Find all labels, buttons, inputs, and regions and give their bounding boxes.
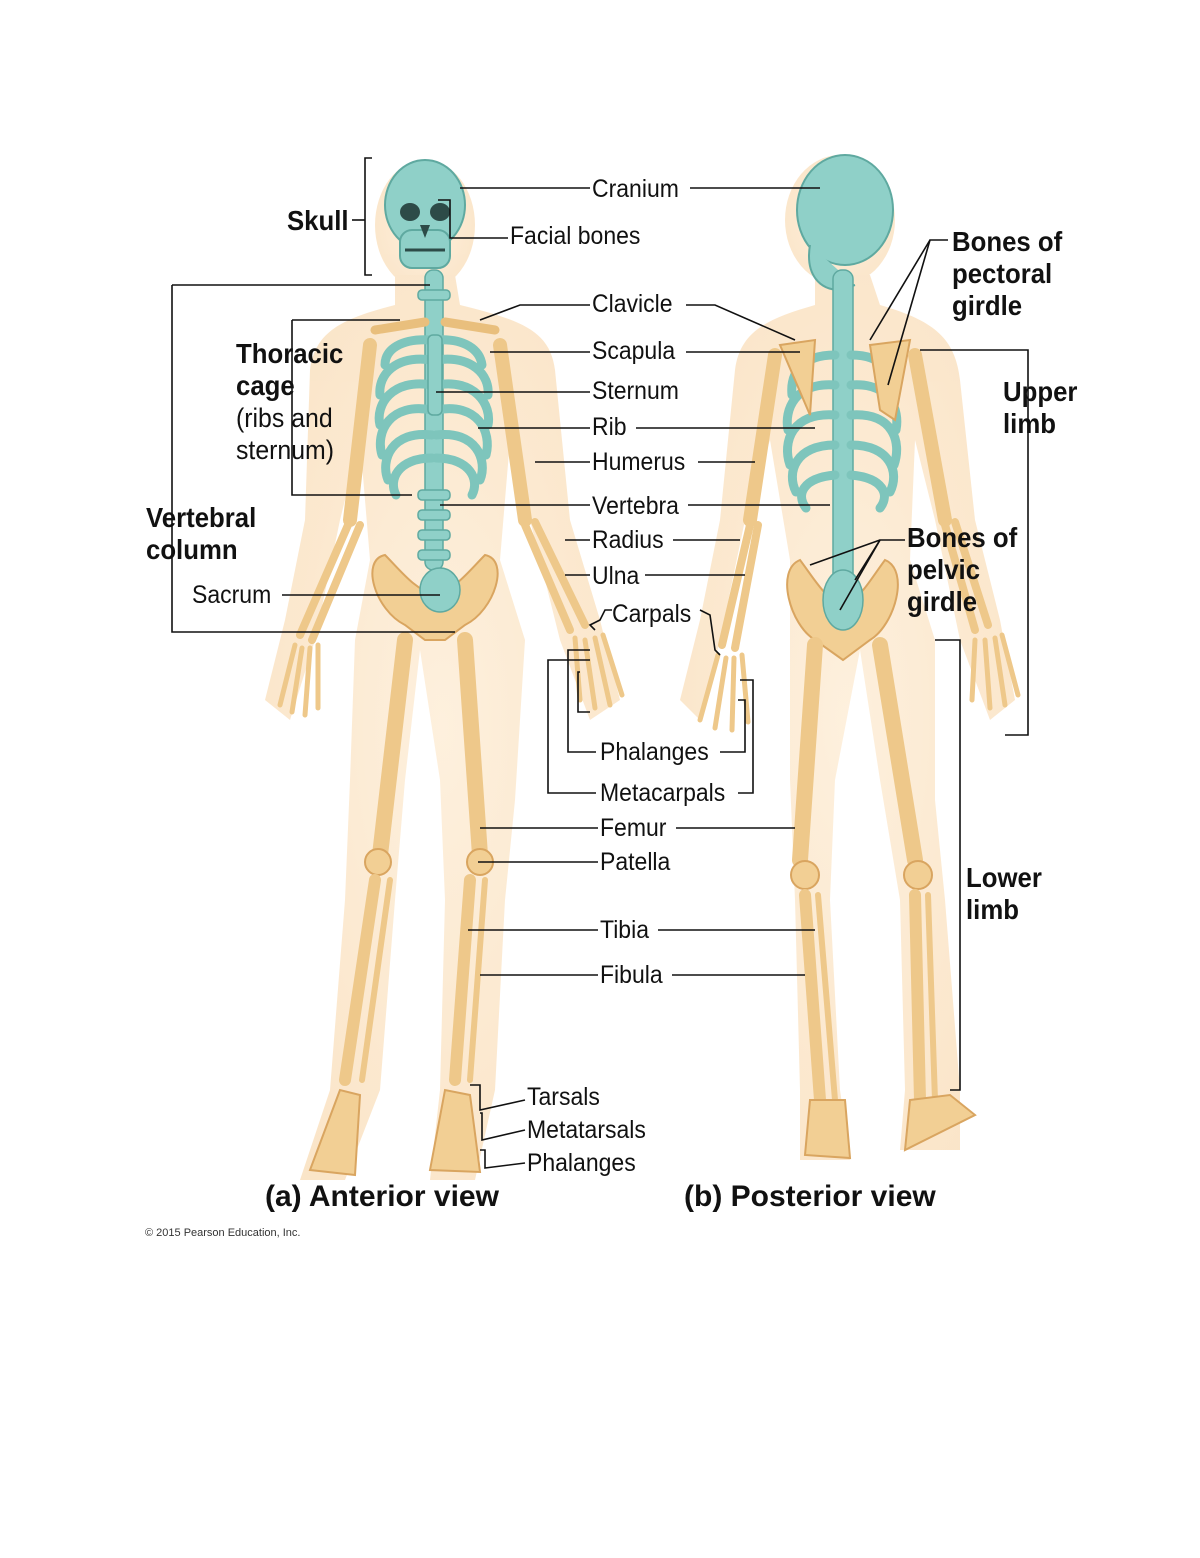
label-lower-limb-line2: limb xyxy=(966,894,1019,925)
label-sternum: Sternum xyxy=(592,377,679,405)
label-tibia: Tibia xyxy=(600,916,650,944)
copyright-notice: © 2015 Pearson Education, Inc. xyxy=(145,1227,301,1239)
label-femur: Femur xyxy=(600,814,667,842)
label-carpals: Carpals xyxy=(612,600,692,628)
posterior-appendicular-skeleton xyxy=(697,338,1021,1160)
label-upper-limb-line1: Upper xyxy=(1003,376,1078,407)
label-cranium: Cranium xyxy=(592,175,679,203)
label-humerus: Humerus xyxy=(592,448,686,476)
label-thoracic-cage-line3: (ribs and xyxy=(236,403,333,433)
anterior-sternum xyxy=(427,334,443,416)
label-pelvic-girdle-line3: girdle xyxy=(907,586,978,617)
label-metacarpals: Metacarpals xyxy=(600,779,726,807)
label-radius: Radius xyxy=(592,526,664,554)
label-patella: Patella xyxy=(600,848,671,876)
label-skull: Skull xyxy=(287,205,349,236)
label-pectoral-girdle-line2: pectoral xyxy=(952,258,1053,289)
label-pelvic-girdle-line1: Bones of xyxy=(907,522,1018,553)
caption-posterior-view: (b) Posterior view xyxy=(684,1180,936,1213)
label-ulna: Ulna xyxy=(592,562,640,590)
label-thoracic-cage-line1: Thoracic xyxy=(236,338,344,369)
leader-lines xyxy=(171,157,1029,1169)
label-lower-limb-line1: Lower xyxy=(966,862,1042,893)
label-clavicle: Clavicle xyxy=(592,290,673,318)
label-vertebra: Vertebra xyxy=(592,492,679,520)
label-pectoral-girdle: Bones of pectoral girdle xyxy=(952,226,1062,322)
label-phalanges-hand: Phalanges xyxy=(600,738,709,766)
caption-anterior-view: (a) Anterior view xyxy=(265,1180,499,1213)
label-vertebral-column: Vertebral column xyxy=(146,502,256,566)
posterior-sacrum xyxy=(822,569,864,631)
label-rib: Rib xyxy=(592,413,627,441)
label-lower-limb: Lower limb xyxy=(966,862,1042,926)
label-thoracic-cage: Thoracic cage (ribs and sternum) xyxy=(236,338,343,466)
label-vertebral-column-line2: column xyxy=(146,534,238,565)
label-tarsals: Tarsals xyxy=(527,1083,600,1111)
label-phalanges-foot: Phalanges xyxy=(527,1149,636,1177)
label-thoracic-cage-line2: cage xyxy=(236,370,295,401)
label-fibula: Fibula xyxy=(600,961,663,989)
label-sacrum: Sacrum xyxy=(192,581,272,609)
anterior-skull xyxy=(384,159,466,269)
anterior-rib-cage xyxy=(374,335,494,500)
label-pelvic-girdle: Bones of pelvic girdle xyxy=(907,522,1017,618)
label-upper-limb-line2: limb xyxy=(1003,408,1056,439)
posterior-rib-cage xyxy=(782,350,902,513)
label-thoracic-cage-line4: sternum) xyxy=(236,435,335,465)
label-pectoral-girdle-line3: girdle xyxy=(952,290,1023,321)
label-upper-limb: Upper limb xyxy=(1003,376,1077,440)
label-metatarsals: Metatarsals xyxy=(527,1116,646,1144)
anterior-sacrum xyxy=(419,567,461,613)
label-facial-bones: Facial bones xyxy=(510,222,641,250)
label-pelvic-girdle-line2: pelvic xyxy=(907,554,981,585)
label-scapula: Scapula xyxy=(592,337,676,365)
label-pectoral-girdle-line1: Bones of xyxy=(952,226,1063,257)
label-vertebral-column-line1: Vertebral xyxy=(146,502,257,533)
